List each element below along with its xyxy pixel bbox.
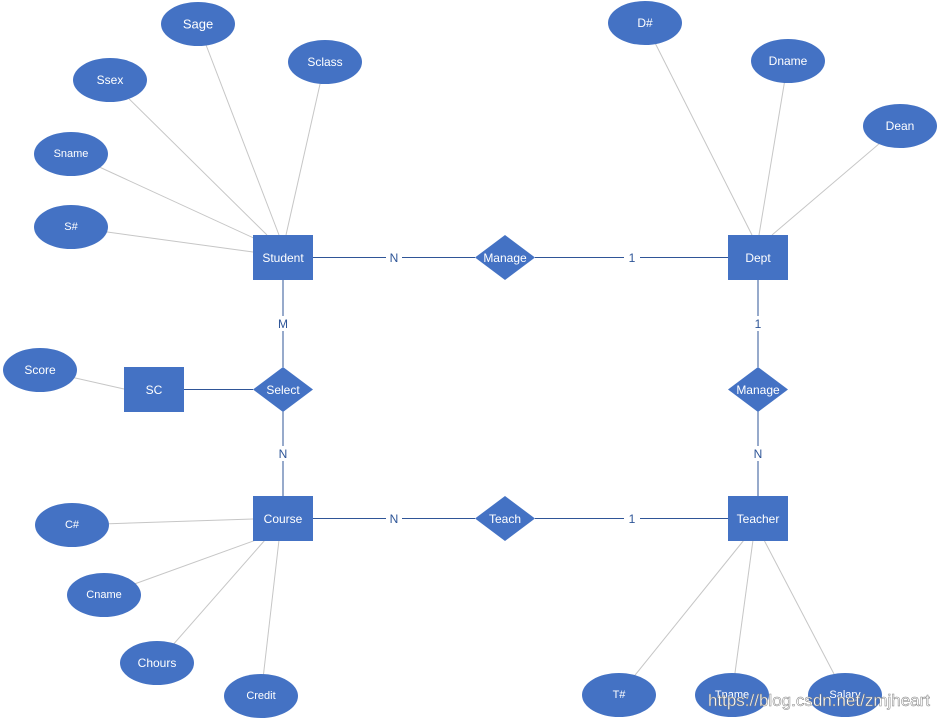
cardinality-student-manage: N — [390, 251, 399, 265]
cardinality-manage-teacher: N — [754, 447, 763, 461]
attributes: Sage Sclass Ssex Sname S# D# Dname Dean — [3, 1, 937, 718]
attribute-credit-label: Credit — [246, 690, 275, 702]
attribute-credit[interactable]: Credit — [224, 674, 298, 718]
line-sclass-student — [285, 61, 326, 236]
line-tno-teacher — [618, 539, 745, 696]
relationship-manage-student-dept-label: Manage — [483, 251, 527, 265]
cardinality-student-select: M — [278, 317, 288, 331]
attribute-sname-label: Sname — [54, 148, 89, 160]
cardinality-manage-dept: 1 — [629, 251, 636, 265]
attribute-d-no[interactable]: D# — [608, 1, 682, 45]
cardinality-dept-manage: 1 — [755, 317, 762, 331]
relationship-select[interactable]: Select — [253, 367, 313, 412]
attribute-chours[interactable]: Chours — [120, 641, 194, 685]
attribute-c-no-label: C# — [65, 519, 80, 531]
attribute-t-no[interactable]: T# — [582, 673, 656, 717]
attribute-salary-label: Salary — [829, 689, 861, 701]
attribute-sclass-label: Sclass — [307, 55, 342, 69]
entity-teacher[interactable]: Teacher — [728, 496, 788, 541]
relationship-select-label: Select — [266, 383, 300, 397]
entity-sc[interactable]: SC — [124, 367, 184, 412]
attribute-s-no[interactable]: S# — [34, 205, 108, 249]
entity-dept-label: Dept — [745, 251, 771, 265]
attribute-cname[interactable]: Cname — [67, 573, 141, 617]
attribute-dname[interactable]: Dname — [751, 39, 825, 83]
line-dean-dept — [771, 125, 901, 236]
attribute-ssex[interactable]: Ssex — [73, 58, 147, 102]
line-salary-teacher — [763, 539, 846, 696]
attribute-sname[interactable]: Sname — [34, 132, 108, 176]
entity-student[interactable]: Student — [253, 235, 313, 280]
line-credit-course — [260, 539, 280, 697]
relationship-teach-label: Teach — [489, 512, 521, 526]
attribute-sage-label: Sage — [183, 17, 213, 32]
attribute-tname[interactable]: Tname — [695, 673, 769, 717]
line-sage-student — [197, 23, 280, 236]
cardinality-teach-teacher: 1 — [629, 512, 636, 526]
attribute-c-no[interactable]: C# — [35, 503, 109, 547]
attribute-sage[interactable]: Sage — [161, 2, 235, 46]
line-ssex-student — [109, 79, 268, 236]
line-sname-student — [70, 153, 259, 241]
relationship-manage-dept-teacher-label: Manage — [736, 383, 780, 397]
entity-course-label: Course — [264, 512, 303, 526]
entity-student-label: Student — [262, 251, 304, 265]
cardinalities: N 1 M N N 1 1 N — [275, 250, 766, 526]
entity-dept[interactable]: Dept — [728, 235, 788, 280]
entity-course[interactable]: Course — [253, 496, 313, 541]
line-chours-course — [156, 539, 266, 664]
attribute-sclass[interactable]: Sclass — [288, 40, 362, 84]
relationship-teach[interactable]: Teach — [475, 496, 535, 541]
attribute-score-label: Score — [24, 363, 56, 377]
attribute-tname-label: Tname — [715, 689, 749, 701]
cardinality-course-teach: N — [390, 512, 399, 526]
cardinality-select-course: N — [279, 447, 288, 461]
attribute-d-no-label: D# — [637, 16, 653, 30]
entity-sc-label: SC — [146, 383, 163, 397]
attribute-score[interactable]: Score — [3, 348, 77, 392]
line-dno-dept — [644, 22, 753, 236]
attribute-chours-label: Chours — [138, 656, 177, 670]
relationship-manage-student-dept[interactable]: Manage — [475, 235, 535, 280]
line-tname-teacher — [731, 539, 754, 696]
attribute-dname-label: Dname — [769, 54, 808, 68]
attribute-dean-label: Dean — [886, 119, 915, 133]
attribute-cname-label: Cname — [86, 589, 121, 601]
entities: Student Dept SC Course Teacher — [124, 235, 788, 541]
attribute-dean[interactable]: Dean — [863, 104, 937, 148]
attribute-ssex-label: Ssex — [97, 73, 124, 87]
relationship-manage-dept-teacher[interactable]: Manage — [728, 367, 788, 412]
attribute-t-no-label: T# — [613, 689, 627, 701]
relationships: Manage Select Teach Manage — [253, 235, 788, 541]
attribute-s-no-label: S# — [64, 221, 78, 233]
watermark-text: https://blog.csdn.net/zmjheart — [708, 691, 930, 710]
line-dname-dept — [758, 60, 789, 236]
entity-teacher-label: Teacher — [737, 512, 780, 526]
attribute-salary[interactable]: Salary — [808, 673, 882, 717]
attribute-lines — [39, 22, 901, 697]
